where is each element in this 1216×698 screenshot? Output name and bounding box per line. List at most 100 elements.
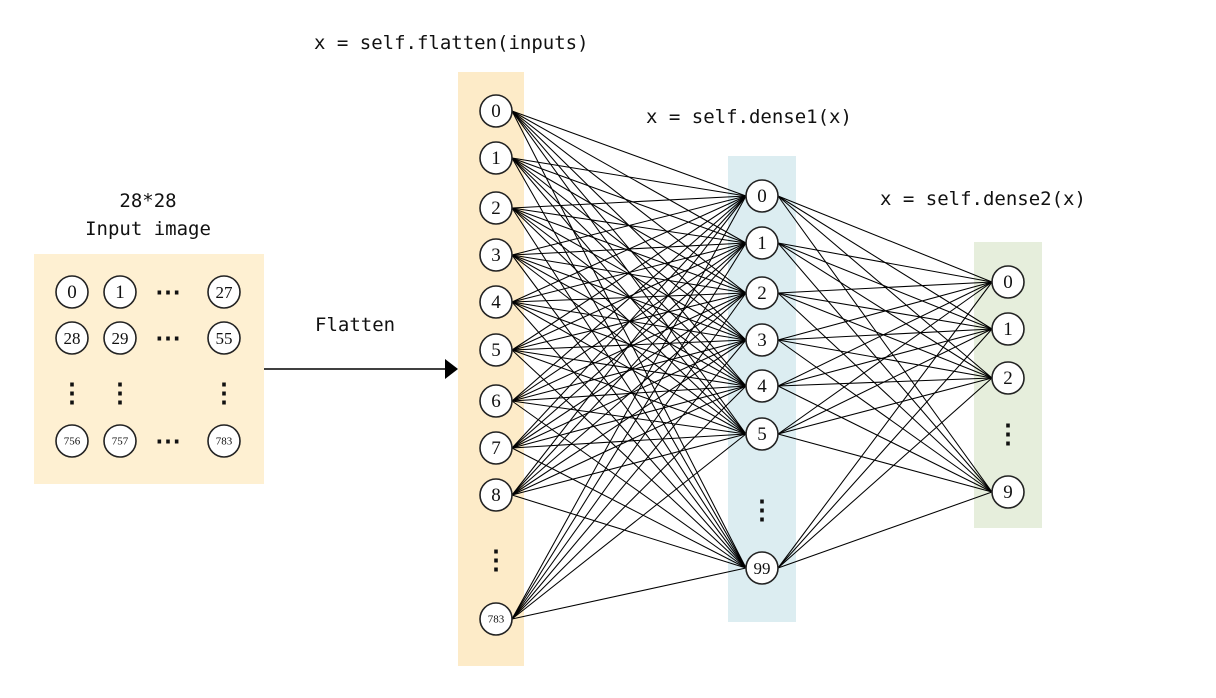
- edge-flatten-dense1-10-5: [511, 433, 747, 620]
- flatten-node-5-label: 5: [491, 340, 501, 361]
- dense1-node-4: 4: [745, 369, 779, 403]
- input-pixel-3-3-circle: [207, 424, 241, 458]
- edge-flatten-dense1-2-7: [511, 207, 747, 569]
- dense2-node-4: 9: [991, 475, 1025, 509]
- input-pixel-0-1-circle: [103, 275, 137, 309]
- flatten-node-10-circle: [479, 602, 513, 636]
- flatten-arrow-head: [445, 359, 458, 379]
- edge-dense1-dense2-5-0: [777, 281, 993, 435]
- input-pixel-0-3-circle: [207, 275, 241, 309]
- edge-flatten-dense1-5-0: [511, 195, 747, 351]
- edge-flatten-dense1-8-0: [511, 195, 747, 496]
- input-pixel-0-1-label: 1: [115, 282, 125, 303]
- edge-dense1-dense2-5-2: [777, 377, 993, 435]
- edge-flatten-dense1-8-3: [511, 339, 747, 496]
- input-pixel-0-2-ellipsis: ⋯: [155, 278, 181, 307]
- dense2-node-2-circle: [991, 361, 1025, 395]
- flatten-node-1-circle: [479, 141, 513, 175]
- flatten-node-6: 6: [479, 384, 513, 418]
- flatten-node-8: 8: [479, 478, 513, 512]
- edge-dense1-dense2-7-0: [777, 281, 993, 569]
- input-pixel-3-0-label: 756: [64, 436, 81, 448]
- edge-flatten-dense1-5-4: [511, 349, 747, 387]
- input-pixel-0-0: 0: [55, 275, 89, 309]
- dense1-node-4-label: 4: [757, 376, 767, 397]
- input-pixel-0-3-label: 27: [216, 283, 234, 302]
- edge-flatten-dense1-3-2: [511, 254, 747, 294]
- flatten-arrow: [264, 359, 458, 379]
- edge-flatten-dense1-7-0: [511, 195, 747, 449]
- edge-flatten-dense1-5-7: [511, 349, 747, 569]
- edge-dense1-dense2-1-0: [777, 242, 993, 283]
- input-pixel-1-1: 29: [103, 321, 137, 355]
- dense2-layer-nodes: 012⋮9: [991, 265, 1025, 509]
- dense1-node-1-label: 1: [757, 233, 767, 254]
- dense2-node-4-label: 9: [1003, 482, 1013, 503]
- input-pixel-1-1-label: 29: [112, 329, 129, 348]
- edge-flatten-dense1-4-0: [511, 195, 747, 303]
- edge-flatten-dense1-10-0: [511, 195, 747, 620]
- captions: x = self.flatten(inputs) x = self.dense1…: [85, 32, 1086, 336]
- input-pixel-2-0-ellipsis: ⋮: [59, 379, 85, 408]
- dense2-node-1-circle: [991, 312, 1025, 346]
- dense1-node-0-circle: [745, 179, 779, 213]
- edge-flatten-dense1-8-4: [511, 385, 747, 496]
- edge-dense1-dense2-3-0: [777, 281, 993, 341]
- flatten-node-5: 5: [479, 333, 513, 367]
- input-pixel-3-0-circle: [55, 424, 89, 458]
- dense1-node-7-label: 99: [754, 559, 771, 578]
- dense1-node-3-label: 3: [757, 330, 767, 351]
- edge-flatten-dense1-6-7: [511, 400, 747, 569]
- dense2-node-1: 1: [991, 312, 1025, 346]
- input-size-label: 28*28: [119, 190, 176, 212]
- dense1-node-5-circle: [745, 417, 779, 451]
- flatten-node-8-circle: [479, 478, 513, 512]
- edge-dense1-dense2-4-0: [777, 281, 993, 387]
- flatten-node-2: 2: [479, 191, 513, 225]
- flatten-node-4-label: 4: [491, 292, 501, 313]
- input-pixel-1-0-circle: [55, 321, 89, 355]
- edge-flatten-dense1-4-7: [511, 301, 747, 569]
- flatten-node-2-label: 2: [491, 198, 501, 219]
- edge-flatten-dense1-5-1: [511, 242, 747, 351]
- edge-flatten-dense1-2-2: [511, 207, 747, 294]
- dense1-node-4-circle: [745, 369, 779, 403]
- edge-dense1-dense2-3-2: [777, 339, 993, 379]
- edge-flatten-dense1-3-7: [511, 254, 747, 569]
- flatten-code-label: x = self.flatten(inputs): [314, 32, 589, 54]
- input-pixel-3-1: 757: [103, 424, 137, 458]
- dense1-node-2-label: 2: [757, 283, 767, 304]
- flatten-node-9-ellipsis: ⋮: [483, 546, 509, 575]
- input-pixel-0-0-label: 0: [67, 282, 77, 303]
- input-pixel-0-0-circle: [55, 275, 89, 309]
- edge-flatten-dense1-8-7: [511, 494, 747, 569]
- input-pixel-3-0: 756: [55, 424, 89, 458]
- dense2-node-0-circle: [991, 265, 1025, 299]
- flatten-to-dense1-connections: [511, 110, 747, 620]
- flatten-node-7-circle: [479, 431, 513, 465]
- edge-flatten-dense1-2-0: [511, 195, 747, 209]
- dense1-node-0-label: 0: [757, 186, 767, 207]
- dense2-node-0-label: 0: [1003, 272, 1013, 293]
- edge-dense1-dense2-2-4: [777, 292, 993, 493]
- flatten-node-0-label: 0: [491, 101, 501, 122]
- edge-flatten-dense1-1-1: [511, 157, 747, 244]
- edge-dense1-dense2-2-2: [777, 292, 993, 379]
- edge-flatten-dense1-10-7: [511, 567, 747, 620]
- dense1-node-2: 2: [745, 276, 779, 310]
- edge-dense1-dense2-5-1: [777, 328, 993, 435]
- edge-flatten-dense1-0-0: [511, 110, 747, 197]
- edge-flatten-dense1-3-0: [511, 195, 747, 256]
- input-pixel-0-1: 1: [103, 275, 137, 309]
- dense2-node-3-ellipsis: ⋮: [995, 420, 1021, 449]
- flatten-node-3: 3: [479, 238, 513, 272]
- edge-flatten-dense1-10-3: [511, 339, 747, 620]
- dense2-node-4-circle: [991, 475, 1025, 509]
- edge-flatten-dense1-5-5: [511, 349, 747, 435]
- edge-flatten-dense1-6-2: [511, 292, 747, 402]
- edge-flatten-dense1-6-0: [511, 195, 747, 402]
- input-pixel-1-3: 55: [207, 321, 241, 355]
- input-pixel-3-1-circle: [103, 424, 137, 458]
- edge-dense1-dense2-0-0: [777, 195, 993, 283]
